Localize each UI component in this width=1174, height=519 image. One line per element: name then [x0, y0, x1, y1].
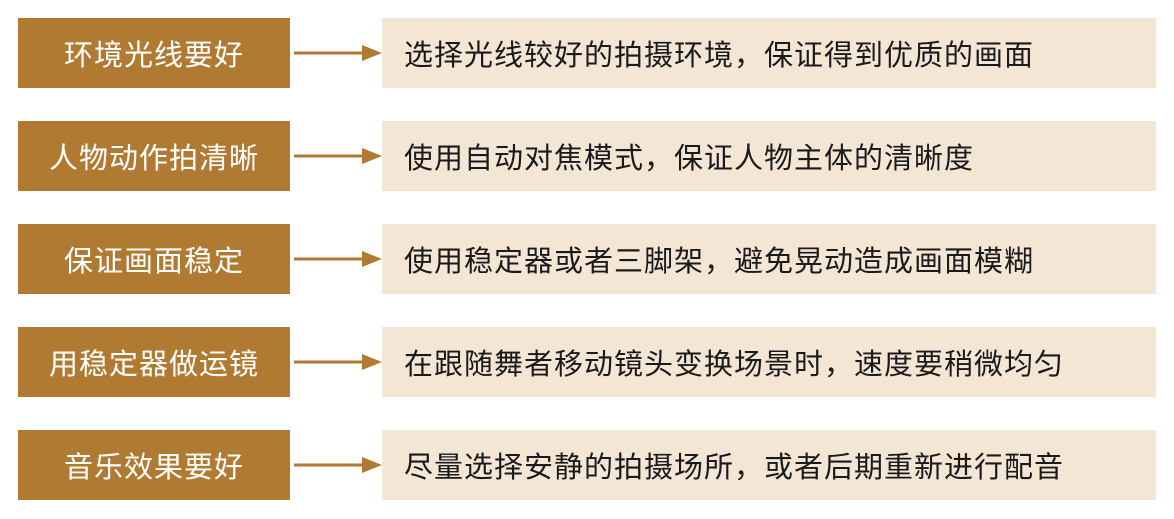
- tip-description: 使用稳定器或者三脚架，避免晃动造成画面模糊: [382, 224, 1156, 294]
- tip-row: 音乐效果要好 尽量选择安静的拍摄场所，或者后期重新进行配音: [0, 430, 1174, 500]
- tip-label: 保证画面稳定: [18, 224, 290, 294]
- tip-description: 在跟随舞者移动镜头变换场景时，速度要稍微均匀: [382, 327, 1156, 397]
- tip-row: 环境光线要好 选择光线较好的拍摄环境，保证得到优质的画面: [0, 18, 1174, 88]
- tip-label: 音乐效果要好: [18, 430, 290, 500]
- tip-label: 人物动作拍清晰: [18, 121, 290, 191]
- tip-description: 尽量选择安静的拍摄场所，或者后期重新进行配音: [382, 430, 1156, 500]
- tip-description: 选择光线较好的拍摄环境，保证得到优质的画面: [382, 18, 1156, 88]
- right-arrow-icon: [294, 457, 382, 473]
- tip-description: 使用自动对焦模式，保证人物主体的清晰度: [382, 121, 1156, 191]
- right-arrow-icon: [294, 251, 382, 267]
- right-arrow-icon: [294, 148, 382, 164]
- tip-label: 用稳定器做运镜: [18, 327, 290, 397]
- tip-row: 用稳定器做运镜 在跟随舞者移动镜头变换场景时，速度要稍微均匀: [0, 327, 1174, 397]
- right-arrow-icon: [294, 354, 382, 370]
- right-arrow-icon: [294, 45, 382, 61]
- tip-label: 环境光线要好: [18, 18, 290, 88]
- tip-row: 保证画面稳定 使用稳定器或者三脚架，避免晃动造成画面模糊: [0, 224, 1174, 294]
- tip-row: 人物动作拍清晰 使用自动对焦模式，保证人物主体的清晰度: [0, 121, 1174, 191]
